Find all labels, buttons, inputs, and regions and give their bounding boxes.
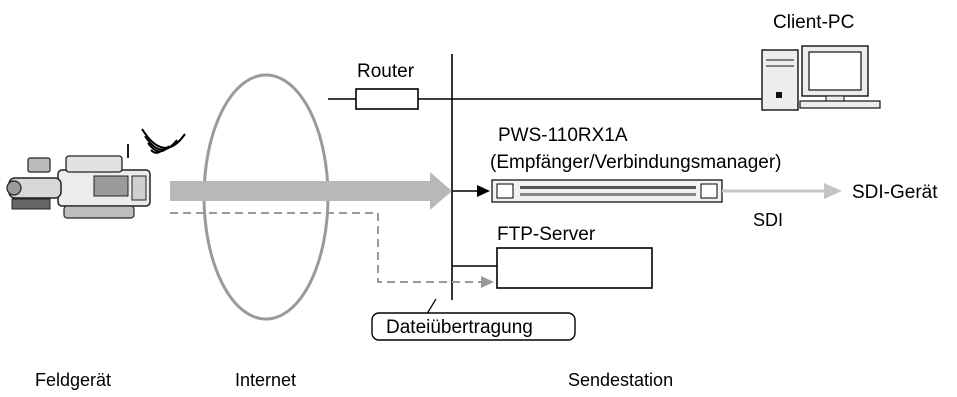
stream-arrow <box>170 172 452 210</box>
sdi-label: SDI <box>753 210 783 230</box>
sdi-arrowhead <box>824 183 842 199</box>
receiver-unit <box>491 179 723 203</box>
router-box <box>355 88 419 110</box>
ftp-server-label: FTP-Server <box>497 224 596 245</box>
wireless-signal-icon <box>141 128 186 154</box>
receiver-role-label: (Empfänger/Verbindungsmanager) <box>490 152 782 173</box>
file-transfer-arrowhead <box>481 276 494 288</box>
file-transfer-callout <box>371 312 576 341</box>
receiver-model-label: PWS-110RX1A <box>498 125 628 146</box>
ftp-server-box <box>496 247 653 289</box>
file-transfer-path <box>170 212 482 283</box>
internet-label: Internet <box>235 370 296 390</box>
field-device-label: Feldgerät <box>35 370 111 390</box>
broadcast-station-label: Sendestation <box>568 370 673 390</box>
router-label: Router <box>357 61 415 82</box>
sdi-device-label: SDI-Gerät <box>852 182 938 203</box>
desktop-pc-icon <box>761 45 881 111</box>
file-transfer-label: Dateiübertragung <box>386 317 533 338</box>
receiver-link-arrowhead <box>477 185 490 197</box>
camcorder-icon <box>6 144 151 219</box>
client-pc-label: Client-PC <box>773 12 854 33</box>
